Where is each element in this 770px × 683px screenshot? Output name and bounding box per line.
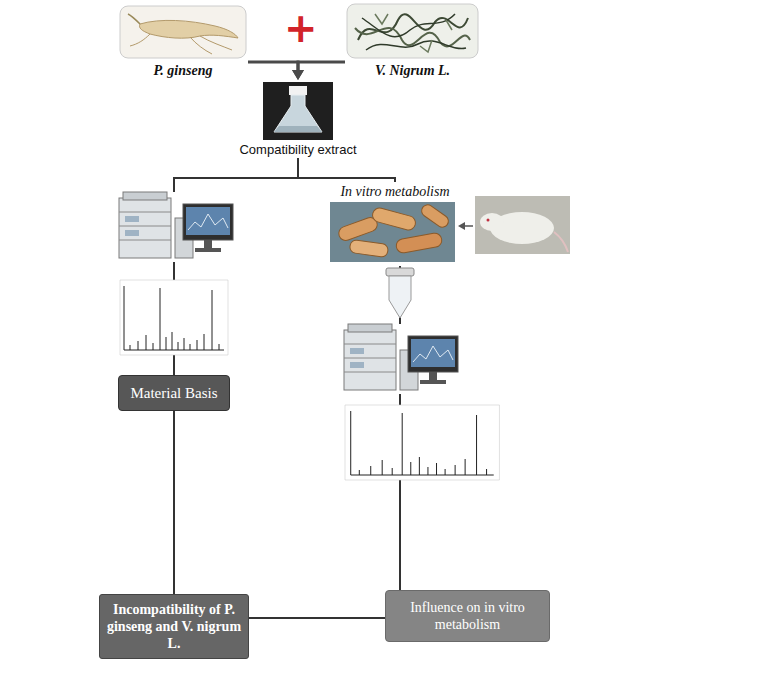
illustration-part	[371, 207, 417, 232]
illustration-part	[480, 213, 504, 231]
illustration-part	[274, 126, 322, 132]
connector-line	[173, 411, 175, 594]
illustration-part	[487, 219, 490, 222]
flask-photo	[263, 82, 333, 140]
image-caption: In vitro metabolism	[325, 182, 465, 266]
image-caption: P. ginseng	[118, 4, 248, 79]
plus-sign: +	[284, 8, 318, 48]
nigrum-photo	[347, 4, 478, 58]
ginseng-photo	[120, 6, 246, 58]
illustration-part	[375, 14, 452, 52]
process-box: Material Basis	[118, 375, 230, 411]
connector	[292, 62, 345, 80]
illustration-part	[337, 216, 379, 243]
illustration-part	[347, 4, 478, 58]
node-text: Compatibility extract	[223, 142, 373, 158]
illustration-part	[274, 95, 322, 132]
connector-line	[248, 62, 298, 72]
result-box: Incompatibility of P. ginseng and V. nig…	[99, 594, 249, 659]
connector	[248, 62, 304, 80]
illustration-part	[419, 202, 450, 229]
illustration-part	[128, 14, 140, 24]
illustration-part	[120, 6, 246, 58]
lcms-instrument	[115, 192, 235, 262]
illustration-part	[475, 196, 570, 254]
node-text: In vitro metabolism	[325, 183, 465, 200]
illustration-part	[355, 28, 470, 46]
node-text: Influence on in vitro metabolism	[392, 599, 543, 633]
node-text: P. ginseng	[118, 62, 248, 79]
connector-line	[298, 62, 345, 72]
illustration-part	[395, 232, 443, 254]
image-caption: Compatibility extract	[223, 80, 373, 158]
rat-photo	[475, 196, 570, 254]
mass-spectrum	[345, 405, 499, 480]
connector-line	[298, 158, 395, 182]
connector	[174, 411, 175, 594]
illustration-part	[386, 268, 414, 276]
illustration-part	[330, 202, 455, 262]
illustration-part	[362, 14, 466, 50]
illustration-part	[458, 222, 465, 230]
connector-line	[249, 617, 385, 619]
illustration-part	[464, 225, 473, 227]
tube-icon	[386, 268, 414, 318]
source-arrow	[458, 222, 473, 230]
illustration-part	[554, 232, 568, 252]
illustration-part	[289, 86, 307, 95]
illustration-part	[349, 239, 388, 257]
arrow-head	[292, 70, 304, 80]
image-caption: V. Nigrum L.	[345, 4, 480, 79]
connector	[249, 618, 385, 619]
connector	[298, 158, 395, 182]
illustration-part	[139, 20, 238, 38]
mass-spectrum	[120, 280, 228, 355]
lcms-instrument	[340, 324, 460, 394]
illustration-part	[130, 34, 232, 54]
illustration-part	[263, 82, 333, 140]
illustration-part	[389, 276, 411, 318]
arrow-head	[292, 70, 304, 80]
node-text: V. Nigrum L.	[345, 62, 480, 79]
process-box: Influence on in vitro metabolism	[385, 590, 550, 642]
bacteria-photo	[330, 202, 455, 262]
node-text: Incompatibility of P. ginseng and V. nig…	[106, 601, 242, 652]
node-text: Material Basis	[125, 384, 223, 402]
